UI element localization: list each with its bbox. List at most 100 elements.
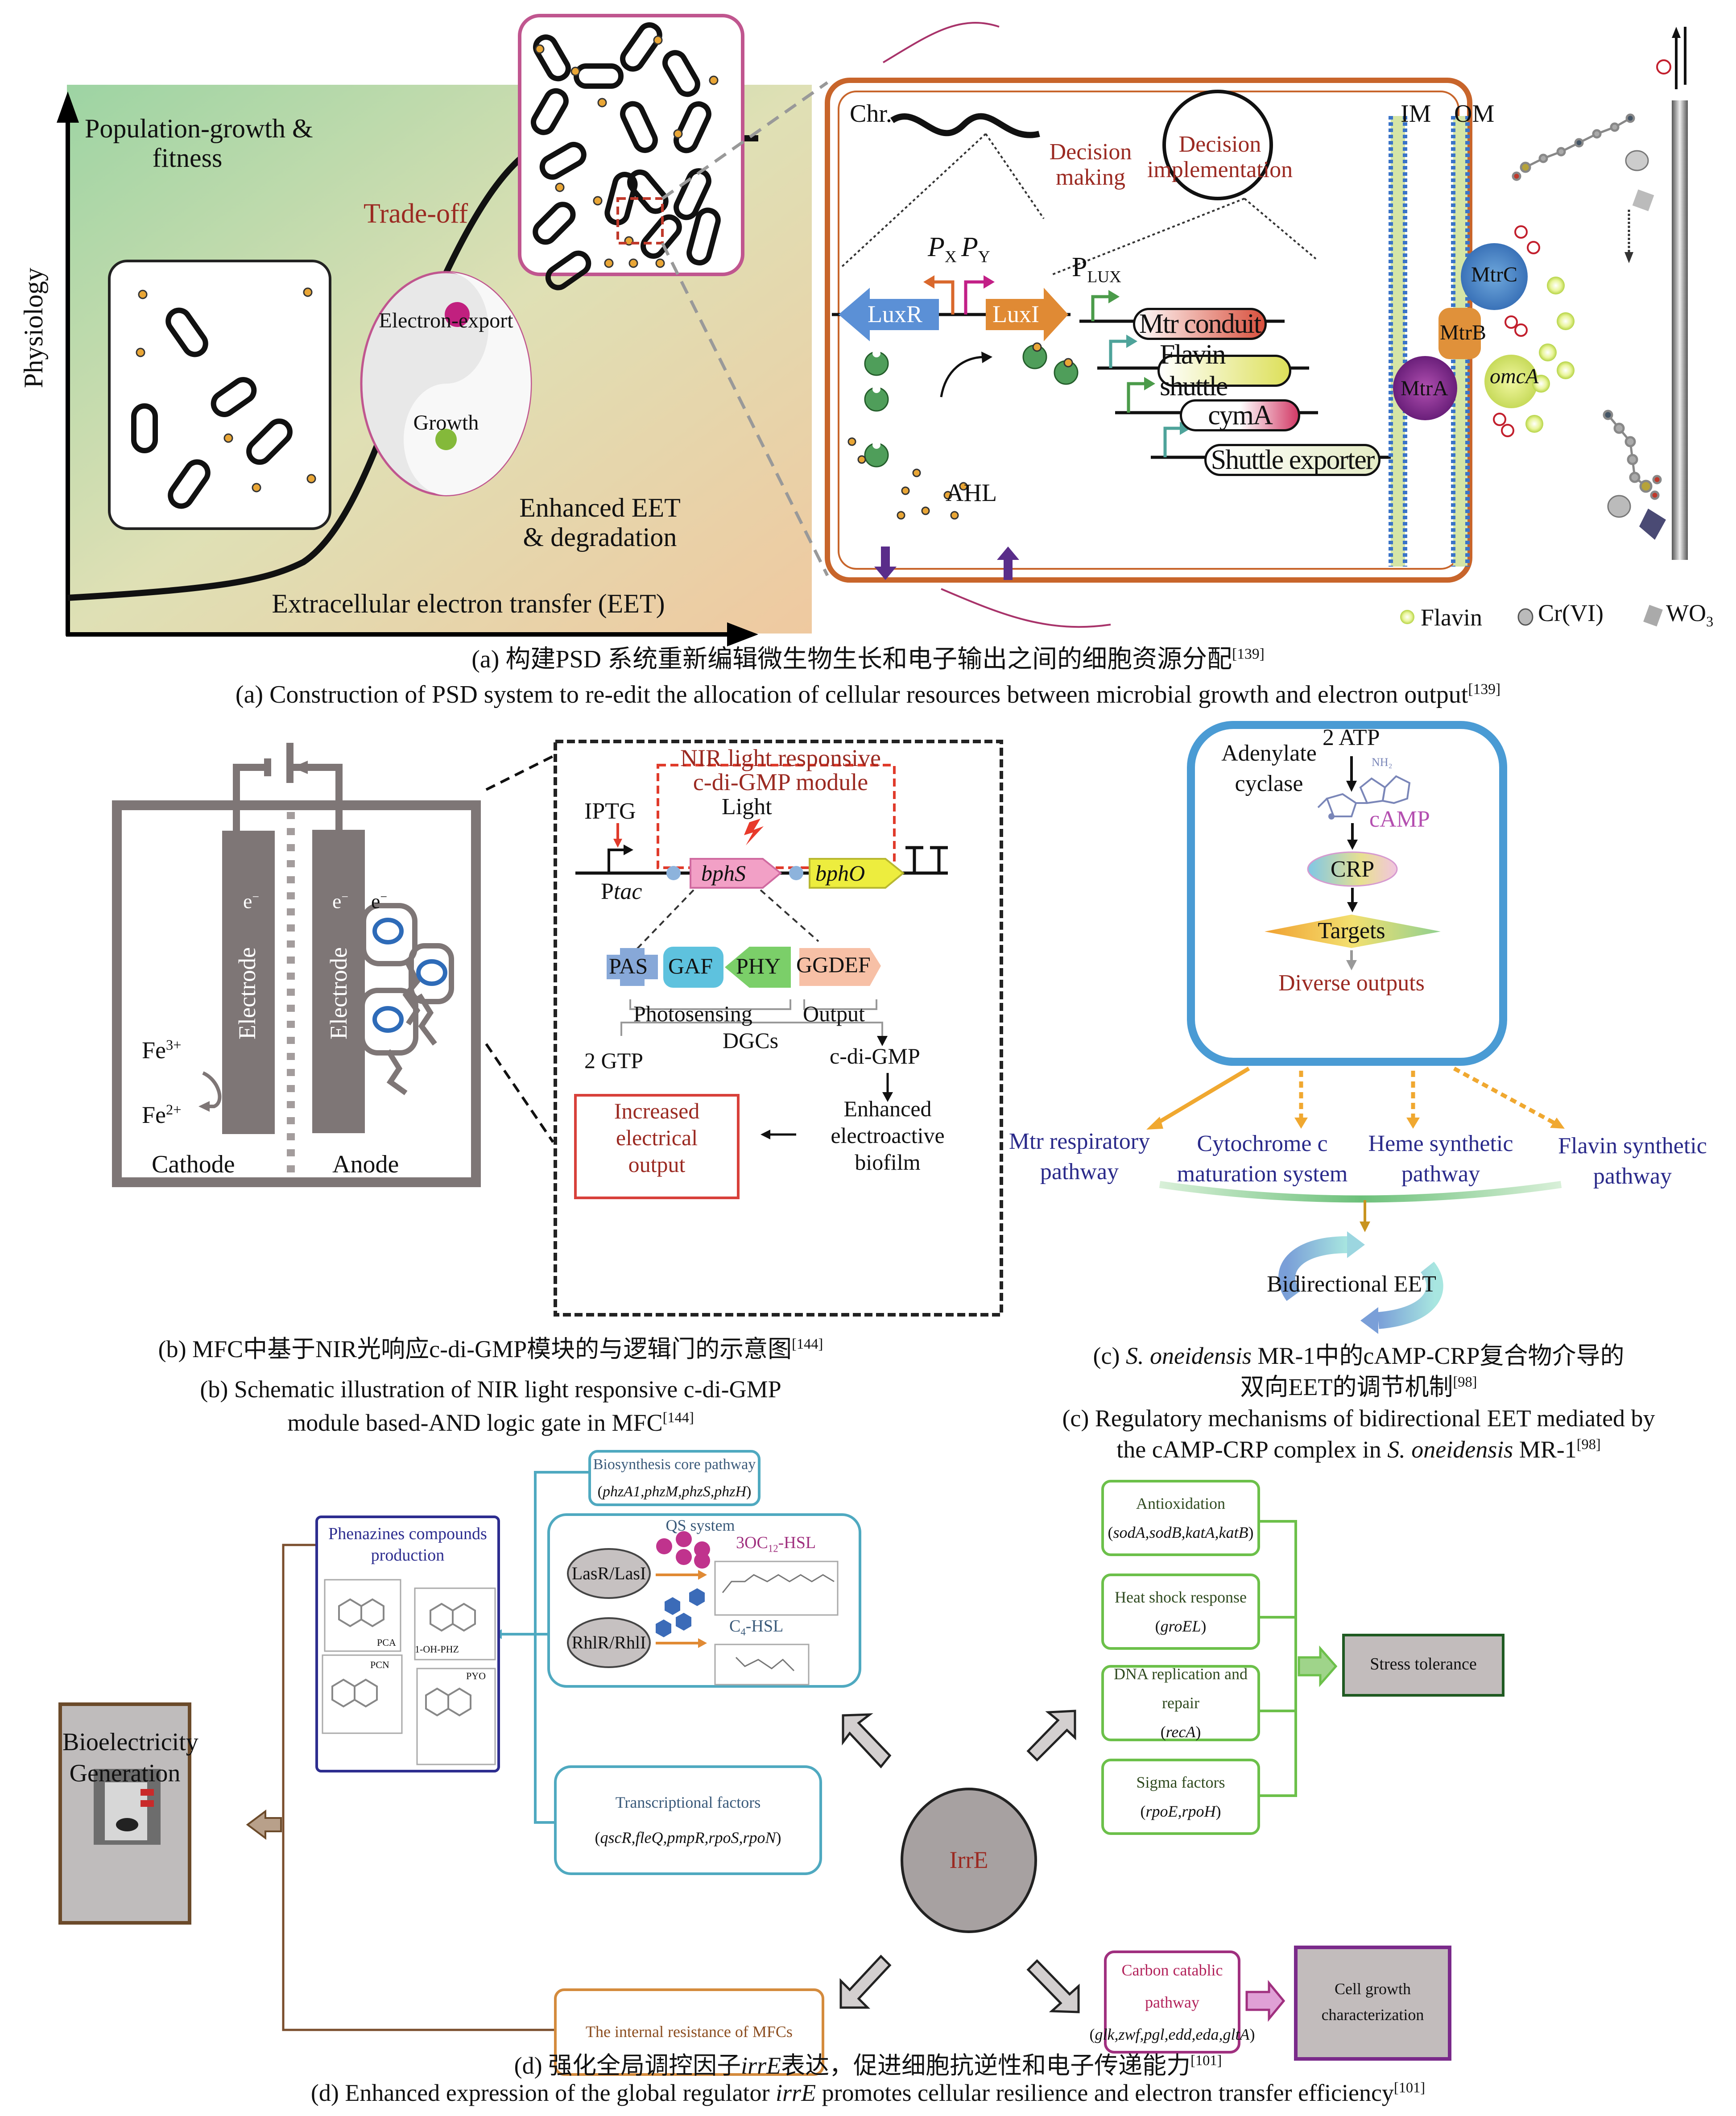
external-circuit — [233, 743, 343, 832]
result-box — [574, 1094, 740, 1199]
panel-b-caption-cn: (b) MFC中基于NIR光响应c-di-GMP模块的与逻辑门的示意图[144] — [158, 1336, 823, 1362]
stress-box-sigma-factors: Sigma factors (rpoE,rpoH) — [1104, 1762, 1257, 1832]
stress-tolerance-box — [1342, 1634, 1505, 1697]
ahl-molecules — [847, 342, 1073, 520]
panel-b-graphics — [112, 740, 1003, 1317]
zoom-line-top-b — [485, 755, 554, 791]
oh-phz-label: 1-OH-PHZ — [415, 1644, 459, 1655]
cathode-label: Cathode — [152, 1151, 235, 1178]
binding-arrow — [940, 356, 986, 398]
omca-label: omcA — [1490, 364, 1539, 388]
bphs-gene — [690, 858, 782, 889]
py-label: PY — [961, 232, 990, 266]
terminator-icon — [905, 846, 948, 873]
c4-hsl-molecules — [656, 1588, 705, 1637]
stress-box-dna-repair: DNA replication and repair (recA) — [1104, 1665, 1257, 1741]
zoom-line-top — [661, 81, 829, 200]
atp-label: 2 ATP — [1323, 725, 1380, 750]
biofilm-nuclei — [372, 918, 447, 1033]
panel-c-caption-en-2: the cAMP-CRP complex in S. oneidensis MR… — [1116, 1436, 1601, 1463]
rhlr-rhli-node — [567, 1617, 651, 1668]
wo3-particle — [1632, 189, 1654, 211]
targets-node — [1265, 915, 1441, 948]
fe2-label: Fe2+ — [142, 1101, 182, 1128]
exporter-promoter-arrow — [1163, 427, 1182, 457]
ahl-import-arrow — [874, 547, 897, 580]
zoom-region — [616, 197, 664, 244]
result-label: Increased electrical output — [614, 1098, 700, 1177]
pas-label: PAS — [609, 953, 648, 978]
signal-dots-sparse — [136, 287, 316, 493]
irre-arrow-upleft — [842, 1713, 892, 1768]
nir-module-box — [657, 764, 896, 869]
crp-node — [1307, 851, 1398, 887]
plux-label: PLUX — [1072, 252, 1121, 286]
3oc12-structure — [714, 1561, 839, 1616]
gaf-label: GAF — [668, 953, 713, 978]
growth-label: Growth — [413, 411, 479, 435]
mtrc-label: MtrC — [1471, 263, 1518, 286]
lasr-lasi-label: LasR/LasI — [571, 1563, 646, 1583]
mtrb-protein — [1438, 308, 1481, 359]
region-top-label: Population-growth & fitness — [85, 114, 313, 173]
cycle-arrow-top — [1278, 1236, 1347, 1301]
bphs-label: bphS — [701, 861, 746, 886]
output-domain-label: Output — [803, 1001, 865, 1026]
rbs-1 — [666, 866, 681, 880]
electrons — [1493, 59, 1671, 437]
x-axis-arrow-icon — [727, 622, 758, 646]
receptor-notches — [872, 349, 880, 449]
bacteria-sparse — [131, 307, 293, 509]
irre-arrow-downleft — [839, 1955, 892, 2009]
cathode-electrode — [222, 831, 275, 1134]
wo3-legend-icon — [1643, 605, 1663, 627]
flagellum-top — [882, 22, 1000, 63]
growth-curve — [67, 135, 758, 601]
growth-dot — [435, 429, 457, 450]
luxr-gene-arrow — [839, 288, 939, 341]
luxr-receptors — [864, 344, 1079, 468]
bphs-zoom-lines — [635, 889, 819, 951]
stress-box-heat-shock: Heat shock response (groEL) — [1104, 1577, 1257, 1647]
decision-making-label: Decision making — [1049, 139, 1132, 190]
electron-export-label: Electron-export — [379, 309, 513, 332]
camp-label: cAMP — [1369, 807, 1430, 832]
cr-disc-1 — [1625, 150, 1649, 171]
biofilm-label: Enhanced electroactive biofilm — [831, 1096, 945, 1175]
gtp-label: 2 GTP — [584, 1048, 643, 1073]
panel-b-caption-en-2: module based-AND logic gate in MFC[144] — [287, 1409, 694, 1436]
pas-domain — [607, 948, 658, 986]
anode-electrode — [312, 830, 365, 1133]
legend-cr-label: Cr(VI) — [1538, 600, 1604, 626]
carbon-arrow-icon — [1245, 1980, 1285, 2022]
cyma-promoter-arrow — [1127, 382, 1146, 413]
legend-wo3-label: WO3 — [1666, 600, 1714, 630]
nh2-label: NH₂ — [1372, 756, 1393, 769]
mfc-chamber — [112, 800, 481, 1187]
light-label: Light — [722, 794, 772, 820]
plux-promoter-arrow — [1091, 295, 1111, 321]
gene-shuttle-exporter: Shuttle exporter — [1204, 444, 1381, 476]
legend-flavin-label: Flavin — [1421, 604, 1483, 631]
rbs-2 — [789, 866, 803, 880]
module-box — [554, 740, 1003, 1317]
flavin-molecules — [1525, 277, 1575, 433]
panel-b-caption-en-1: (b) Schematic illustration of NIR light … — [200, 1376, 781, 1403]
lasr-lasi-node — [567, 1548, 651, 1599]
biosynthesis-label: Biosynthesis core pathway (phzA1,phzM,ph… — [591, 1453, 758, 1503]
chromosome-zoom-lines — [840, 133, 1045, 269]
decision-implementation-label: Decision implementation — [1147, 132, 1293, 183]
ggdef-label: GGDEF — [796, 952, 871, 977]
cycle-arrow-bottom — [1377, 1262, 1443, 1329]
c4-structure — [714, 1644, 810, 1685]
stress-tolerance-label: Stress tolerance — [1370, 1655, 1477, 1673]
gaf-domain — [663, 947, 723, 988]
irre-arrows — [839, 1710, 1080, 2013]
carbon-catabolic-label: Carbon catablic pathway (glk,zwf,pgl,edd… — [1090, 1954, 1255, 2050]
c4-hsl-label: C4-HSL — [729, 1617, 784, 1638]
omca-protein — [1484, 355, 1538, 408]
3oc12-hsl-label: 3OC12-HSL — [736, 1533, 816, 1554]
gene-mtr-conduit: Mtr conduit — [1133, 308, 1267, 340]
iptg-label: IPTG — [584, 799, 636, 824]
